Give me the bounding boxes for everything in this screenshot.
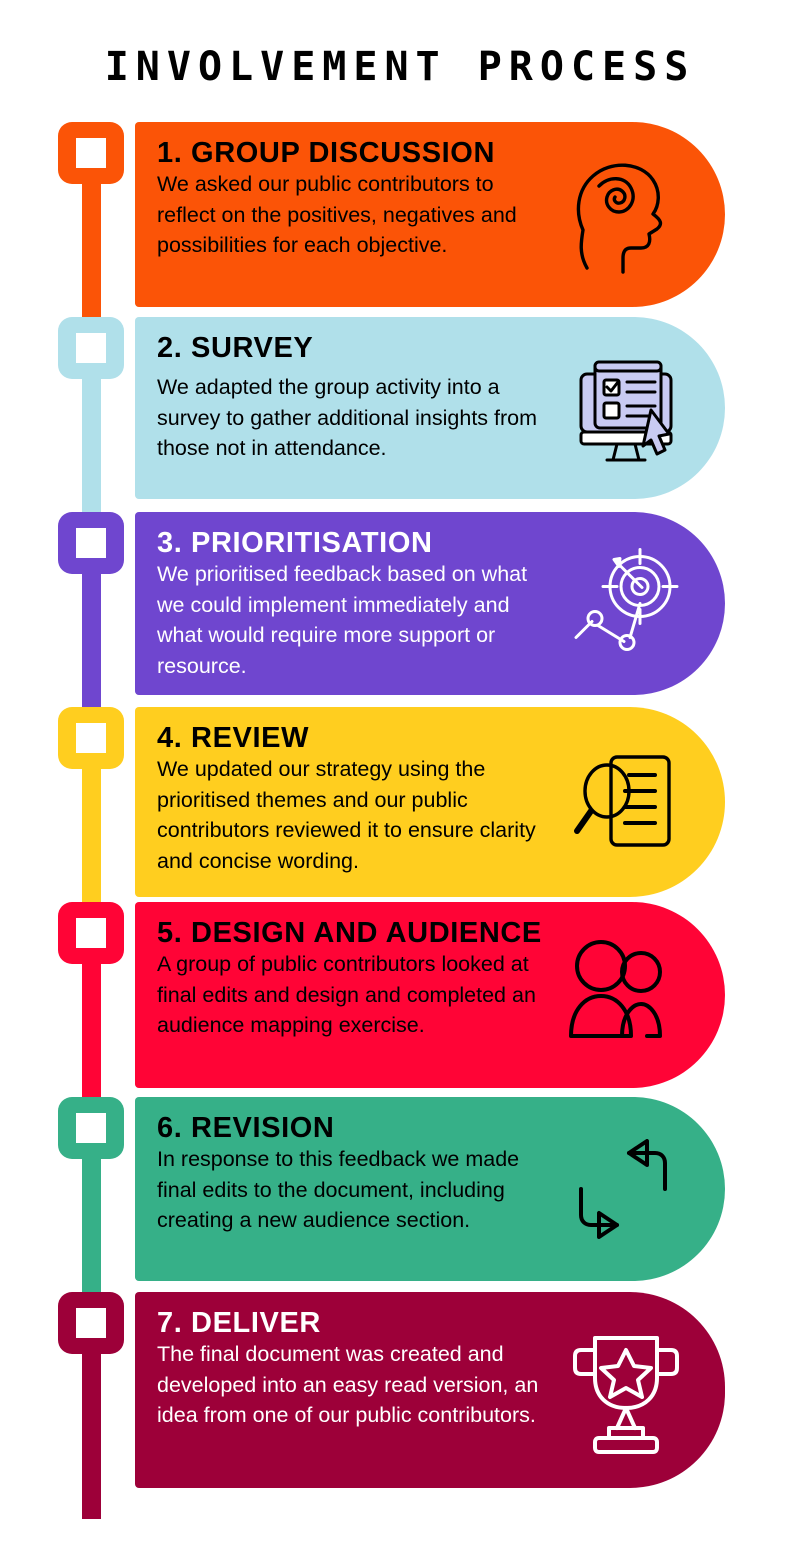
timeline-connector-6	[82, 1139, 101, 1329]
timeline-connector-7	[82, 1334, 101, 1519]
timeline-connector-4	[82, 749, 101, 939]
step-body-7: The final document was created and devel…	[157, 1342, 539, 1428]
timeline-marker-3[interactable]	[58, 512, 124, 574]
step-body-6: In response to this feedback we made fin…	[157, 1147, 520, 1233]
target-arrow-icon	[562, 541, 687, 666]
page-title: INVOLVEMENT PROCESS	[104, 44, 696, 90]
survey-monitor-icon	[569, 348, 689, 468]
trophy-icon	[567, 1326, 685, 1454]
step-card-3[interactable]: 3. PRIORITISATION We prioritised feedbac…	[135, 512, 725, 695]
step-body-4: We updated our strategy using the priori…	[157, 757, 536, 873]
step-heading-7: 7. DELIVER	[157, 1307, 321, 1339]
timeline-connector-3	[82, 554, 101, 744]
step-card-5[interactable]: 5. DESIGN AND AUDIENCE A group of public…	[135, 902, 725, 1088]
timeline-connector-5	[82, 944, 101, 1134]
step-body-3: We prioritised feedback based on what we…	[157, 562, 528, 678]
timeline-step-4: 4. REVIEW We updated our strategy using …	[0, 703, 800, 939]
step-card-6[interactable]: 6. REVISION In response to this feedback…	[135, 1097, 725, 1281]
timeline-marker-4[interactable]	[58, 707, 124, 769]
marker-hole-icon	[76, 723, 106, 753]
timeline-marker-5[interactable]	[58, 902, 124, 964]
step-heading-6: 6. REVISION	[157, 1112, 335, 1144]
head-brain-icon	[569, 150, 679, 280]
timeline-marker-7[interactable]	[58, 1292, 124, 1354]
step-card-1[interactable]: 1. GROUP DISCUSSION We asked our public …	[135, 122, 725, 307]
cycle-arrows-icon	[567, 1139, 679, 1239]
step-heading-1: 1. GROUP DISCUSSION	[157, 137, 495, 169]
timeline-connector-1	[82, 164, 101, 354]
timeline-step-1: 1. GROUP DISCUSSION We asked our public …	[0, 118, 800, 354]
step-card-2[interactable]: 2. SURVEY We adapted the group activity …	[135, 317, 725, 499]
timeline-step-3: 3. PRIORITISATION We prioritised feedbac…	[0, 508, 800, 744]
step-card-7[interactable]: 7. DELIVER The final document was create…	[135, 1292, 725, 1488]
timeline-step-6: 6. REVISION In response to this feedback…	[0, 1093, 800, 1329]
marker-hole-icon	[76, 333, 106, 363]
two-people-icon	[563, 940, 681, 1050]
timeline-marker-2[interactable]	[58, 317, 124, 379]
involvement-process-timeline: 1. GROUP DISCUSSION We asked our public …	[0, 118, 800, 1519]
step-heading-3: 3. PRIORITISATION	[157, 527, 433, 559]
step-body-1: We asked our public contributors to refl…	[157, 172, 517, 258]
step-heading-2: 2. SURVEY	[157, 332, 314, 364]
step-heading-5: 5. DESIGN AND AUDIENCE	[157, 917, 542, 949]
step-body-2: We adapted the group activity into a sur…	[157, 375, 538, 461]
marker-hole-icon	[76, 1308, 106, 1338]
marker-hole-icon	[76, 918, 106, 948]
timeline-step-5: 5. DESIGN AND AUDIENCE A group of public…	[0, 898, 800, 1134]
magnifier-document-icon	[567, 743, 685, 861]
marker-hole-icon	[76, 528, 106, 558]
marker-hole-icon	[76, 138, 106, 168]
timeline-marker-6[interactable]	[58, 1097, 124, 1159]
step-heading-4: 4. REVIEW	[157, 722, 310, 754]
timeline-step-7: 7. DELIVER The final document was create…	[0, 1288, 800, 1519]
step-body-5: A group of public contributors looked at…	[157, 952, 536, 1038]
timeline-step-2: 2. SURVEY We adapted the group activity …	[0, 313, 800, 549]
step-card-4[interactable]: 4. REVIEW We updated our strategy using …	[135, 707, 725, 897]
timeline-marker-1[interactable]	[58, 122, 124, 184]
marker-hole-icon	[76, 1113, 106, 1143]
timeline-connector-2	[82, 359, 101, 549]
